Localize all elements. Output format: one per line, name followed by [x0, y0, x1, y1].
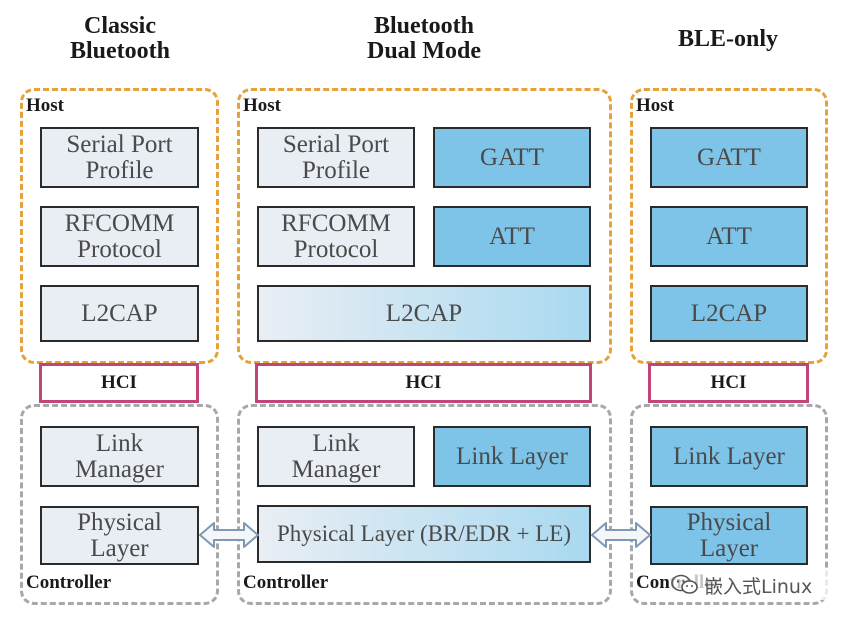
classic-l2cap: L2CAP — [40, 285, 199, 342]
ble-controller-frame — [630, 404, 828, 605]
watermark-text: 嵌入式Linux — [704, 575, 813, 598]
classic-bluetooth-title: Classic Bluetooth — [69, 13, 170, 64]
dual-controller-label: Controller — [243, 572, 329, 593]
classic-controller-label: Controller — [26, 572, 112, 593]
wechat-icon — [671, 574, 698, 594]
ble-att: ATT — [650, 206, 808, 267]
ble-only-title: BLE-only — [677, 26, 779, 52]
right-double-arrow — [591, 522, 651, 548]
dual-host-label: Host — [243, 95, 281, 116]
dual-gatt: GATT — [433, 127, 591, 188]
ble-physical-layer: Physical Layer — [650, 506, 808, 565]
classic-hci: HCI — [39, 363, 199, 403]
watermark-overlay: 嵌入式Linux — [670, 570, 830, 600]
classic-host-label: Host — [26, 95, 64, 116]
classic-physical-layer: Physical Layer — [40, 506, 199, 565]
dual-att: ATT — [433, 206, 591, 267]
dual-serial-port-profile: Serial Port Profile — [257, 127, 415, 188]
ble-link-layer: Link Layer — [650, 426, 808, 487]
classic-controller-frame — [20, 404, 219, 605]
dual-hci: HCI — [255, 363, 592, 403]
dual-host-frame — [237, 88, 612, 364]
dual-link-layer: Link Layer — [433, 426, 591, 487]
dual-physical-layer: Physical Layer (BR/EDR + LE) — [257, 505, 591, 563]
ble-l2cap: L2CAP — [650, 285, 808, 342]
classic-host-frame — [20, 88, 219, 364]
classic-serial-port-profile: Serial Port Profile — [40, 127, 199, 188]
dual-link-manager: Link Manager — [257, 426, 415, 487]
ble-host-frame — [630, 88, 828, 364]
ble-host-label: Host — [636, 95, 674, 116]
dual-controller-frame — [237, 404, 612, 605]
ble-hci: HCI — [648, 363, 809, 403]
dual-mode-title: Bluetooth Dual Mode — [367, 13, 481, 64]
ble-gatt: GATT — [650, 127, 808, 188]
dual-l2cap: L2CAP — [257, 285, 591, 342]
dual-rfcomm-protocol: RFCOMM Protocol — [257, 206, 415, 267]
classic-rfcomm-protocol: RFCOMM Protocol — [40, 206, 199, 267]
classic-link-manager: Link Manager — [40, 426, 199, 487]
left-double-arrow — [199, 522, 259, 548]
